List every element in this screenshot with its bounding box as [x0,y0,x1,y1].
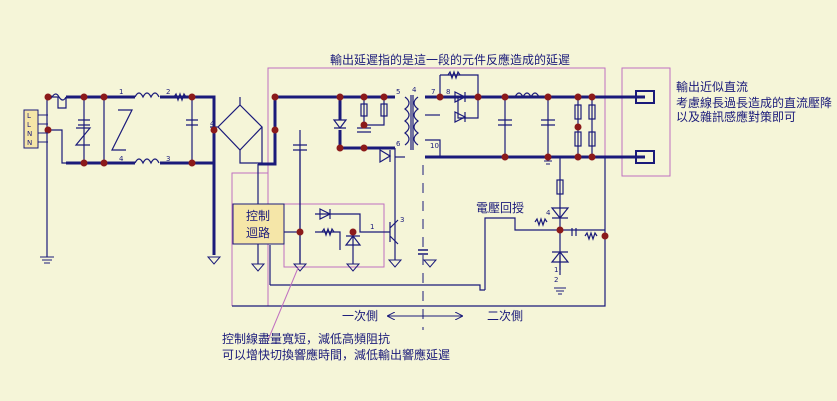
primary-side-label: 一次側 [342,309,378,323]
bulk-cap [293,144,307,151]
region-boxes [231,67,671,307]
out-res-top [447,70,461,80]
pin-xfmr-p3: 4 [412,86,417,94]
out-diode-1 [454,91,467,103]
out-res-1 [574,104,582,120]
varistor-1 [74,127,92,146]
out-cap-2 [541,119,555,126]
output-dc-annotation: 輸出近似直流 [676,79,748,94]
pin-emi-out-top: 2 [166,88,170,96]
ground-iso [422,259,438,268]
note-leader [267,267,299,341]
ground-aux [387,259,403,268]
control-loop-label-2: 迴路 [246,225,270,240]
fb-resistor [556,179,564,195]
voltage-feedback-label: 電壓回授 [476,200,524,215]
output-label-box [621,67,671,177]
isolation-cap [418,249,428,255]
note-line-1: 控制線盡量寬短，減低高頻阻抗 [222,331,390,346]
output-terminal-neg [635,150,655,164]
control-loop-box [232,203,285,245]
xfmr-secondary [413,96,419,146]
power-wires [48,95,645,255]
pin-ref-a: 1 [554,266,558,274]
secondary-side-label: 二次側 [487,309,523,323]
pin-emi-in-bottom: 4 [119,155,124,163]
ac-connector [23,109,39,149]
ctrl-diode [319,208,332,220]
out-res-2 [588,104,596,120]
ground-symbols [40,157,566,295]
pin-xfmr-p1: 5 [396,88,400,96]
snubber-diode [332,119,348,129]
pin-emi-out-bottom: 3 [166,155,170,163]
x-cap-2 [186,119,198,126]
pin-bridge-in: 4 [210,120,215,128]
pin-ref-b: 2 [554,276,558,284]
opto-led [550,207,570,219]
aux-diode [379,148,392,164]
fuse [51,93,67,101]
snubber-resistor-1 [360,103,368,117]
ground-earth [40,256,54,264]
pin-fb: 1 [370,223,374,231]
connector-pin-2: L [27,121,31,129]
varistor-2 [111,109,133,151]
pin-xfmr-p2: 6 [396,140,401,148]
out-inductor [514,92,540,99]
top-delay-annotation: 輸出延遲指的是這一段的元件反應造成的延遲 [330,52,570,67]
xfmr-primary [404,96,410,146]
note-line-2: 可以增快切換響應時間，減低輸出響應延遲 [222,347,450,362]
long-line-annotation-1: 考慮線長過長造成的直流壓降 [676,95,832,110]
opto-transistor [389,219,399,245]
snubber-cap [357,127,371,133]
out-diode-2 [454,111,467,123]
ground-ref [554,287,566,295]
connector-pin-1: L [27,112,31,120]
output-terminal-pos [635,90,655,104]
pin-emi-in-top: 1 [119,88,123,96]
ground-cap [292,263,308,272]
ctrl-zener [344,235,362,246]
fb-cap [571,228,577,236]
opto-res [534,217,548,227]
pin-xfmr-s3: 10 [430,142,439,150]
pin-opto-b: 4 [546,209,551,217]
snubber-resistor-2 [380,103,388,117]
resistor-emi [173,92,187,102]
junction-nodes [44,93,609,240]
choke-bottom [134,158,160,165]
pin-opto-a: 3 [400,216,404,224]
ctrl-res [321,227,335,237]
x-cap-1 [78,119,90,126]
out-cap-1 [498,119,512,126]
pin-xfmr-s2: 8 [446,88,450,96]
ground-zener [345,263,361,272]
choke-top [134,92,160,99]
long-line-annotation-2: 以及雜訊感應對策即可 [676,109,796,124]
ground-bridge [206,256,222,265]
connector-pin-4: N [27,139,32,147]
out-res-4 [588,131,596,147]
fb-res-h [584,231,598,241]
pin-xfmr-s1: 7 [431,88,435,96]
shunt-ref [550,251,570,263]
out-res-3 [574,131,582,147]
connector-pin-3: N [27,130,32,138]
xfmr-core [410,95,414,150]
primary-aux-outline [231,172,268,306]
components [51,70,598,263]
ground-ctrl [250,263,266,272]
control-loop-label-1: 控制 [246,209,270,223]
